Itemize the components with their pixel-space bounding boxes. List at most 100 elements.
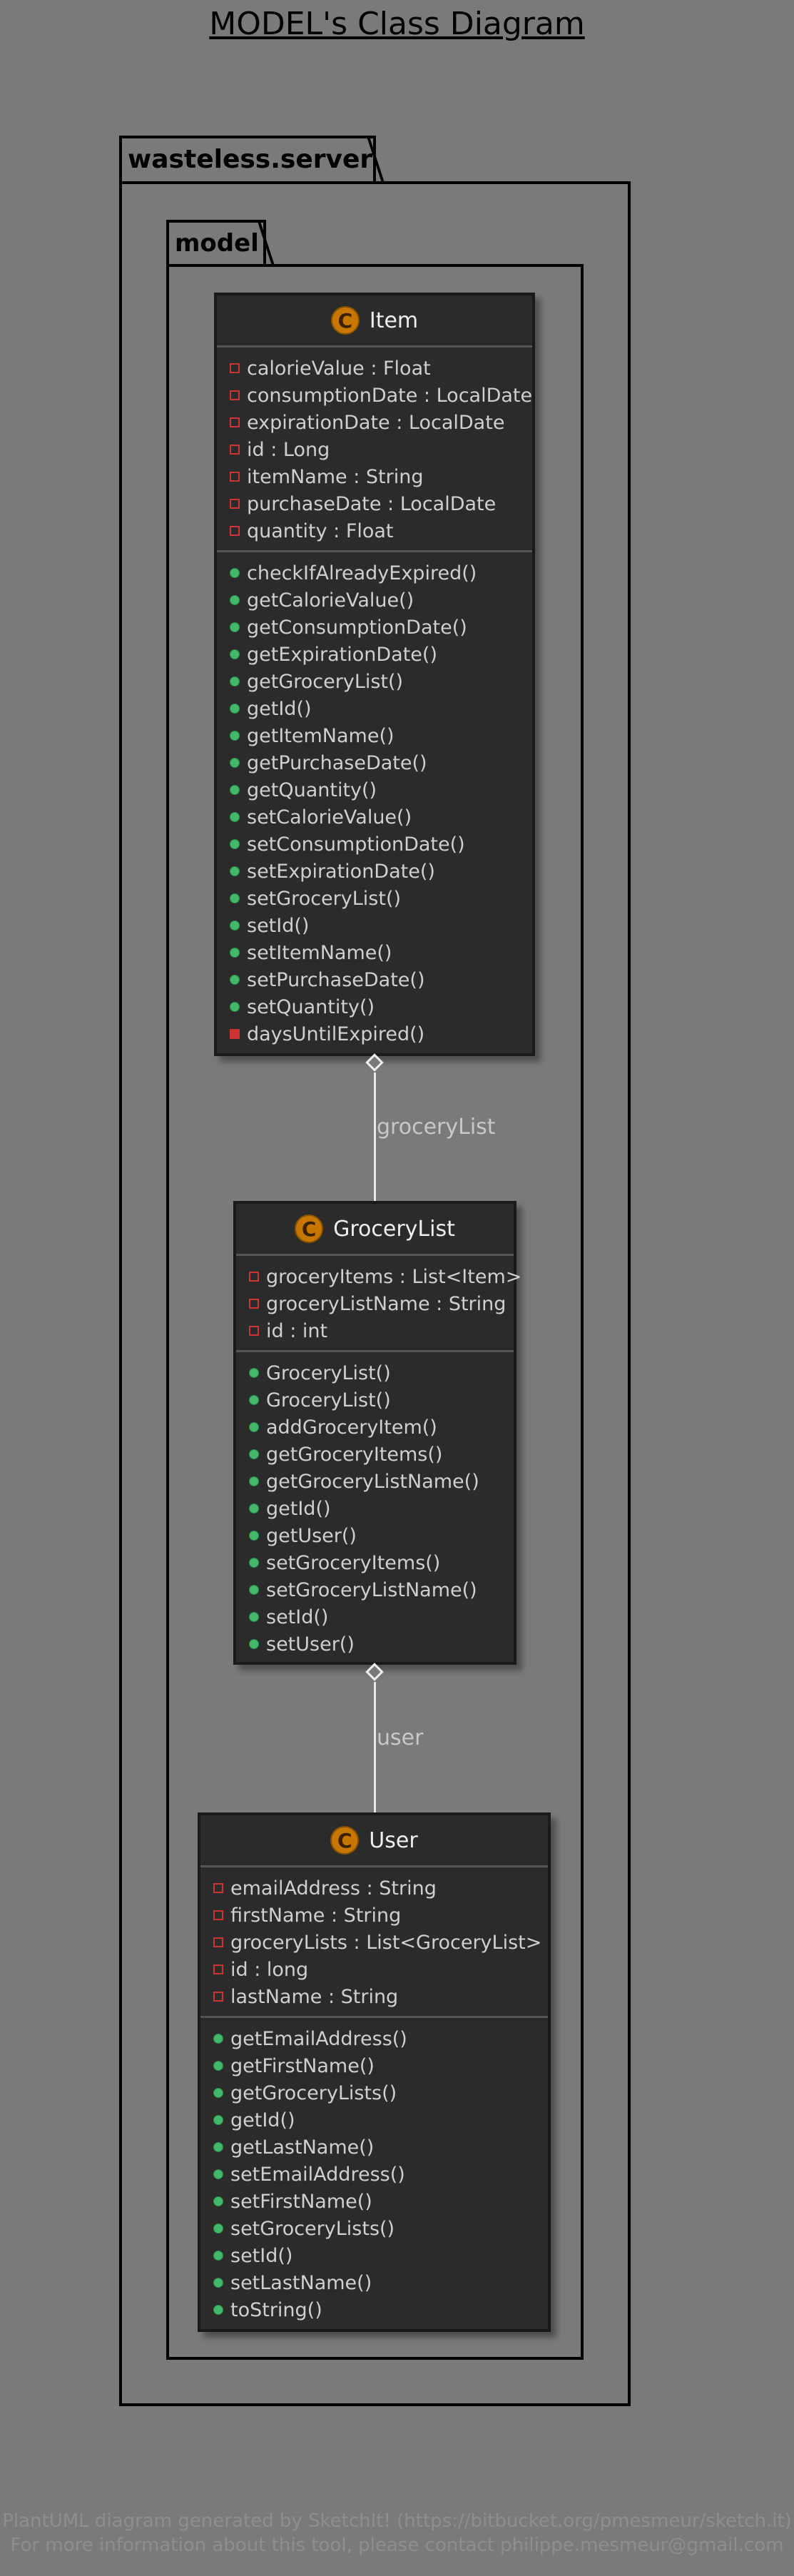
field-signature: itemName : String (247, 465, 424, 488)
class-method: setGroceryItems() (236, 1549, 514, 1576)
class-field: groceryListName : String (236, 1290, 514, 1317)
class-header: C Item (217, 295, 532, 348)
public-visibility-icon (230, 595, 240, 605)
class-grocerylist[interactable]: C GroceryList groceryItems : List<Item>g… (233, 1201, 521, 1665)
field-signature: groceryItems : List<Item> (266, 1265, 522, 1288)
method-signature: setGroceryListName() (266, 1578, 477, 1601)
public-visibility-icon (213, 2169, 223, 2179)
class-method: setGroceryLists() (200, 2215, 548, 2242)
method-signature: GroceryList() (266, 1389, 391, 1411)
method-signature: setPurchaseDate() (247, 968, 425, 991)
class-method: setEmailAddress() (200, 2161, 548, 2188)
public-visibility-icon (249, 1585, 259, 1595)
private-method-icon (230, 1029, 240, 1039)
public-visibility-icon (213, 2196, 223, 2206)
method-signature: getQuantity() (247, 779, 377, 801)
class-method: setExpirationDate() (217, 858, 532, 885)
method-signature: addGroceryItem() (266, 1416, 437, 1439)
method-signature: getGroceryLists() (230, 2081, 397, 2104)
private-visibility-icon (213, 1910, 223, 1920)
public-visibility-icon (230, 839, 240, 849)
footer-line-2: For more information about this tool, pl… (10, 2535, 784, 2556)
class-icon: C (295, 1215, 324, 1243)
public-visibility-icon (249, 1395, 259, 1405)
class-method: getItemName() (217, 722, 532, 749)
class-method: setGroceryListName() (236, 1576, 514, 1603)
class-method: setLastName() (200, 2269, 548, 2296)
method-signature: getId() (230, 2109, 295, 2131)
class-icon: C (330, 1826, 360, 1855)
method-signature: setGroceryList() (247, 887, 402, 910)
method-list: getEmailAddress()getFirstName()getGrocer… (200, 2018, 548, 2329)
class-method: setFirstName() (200, 2188, 548, 2215)
method-signature: getItemName() (247, 724, 395, 747)
method-signature: getId() (247, 697, 312, 720)
public-visibility-icon (230, 731, 240, 741)
class-method: getExpirationDate() (217, 641, 532, 668)
class-method: setCalorieValue() (217, 803, 532, 831)
public-visibility-icon (230, 1002, 240, 1012)
public-visibility-icon (213, 2142, 223, 2152)
method-signature: setUser() (266, 1633, 355, 1655)
field-signature: calorieValue : Float (247, 357, 431, 380)
class-icon: C (330, 306, 360, 335)
method-signature: daysUntilExpired() (247, 1023, 425, 1045)
public-visibility-icon (230, 785, 240, 795)
public-visibility-icon (230, 975, 240, 985)
field-signature: lastName : String (230, 1985, 399, 2008)
method-signature: getGroceryList() (247, 670, 404, 693)
class-method: getId() (236, 1495, 514, 1522)
public-visibility-icon (249, 1422, 259, 1432)
class-method: setGroceryList() (217, 885, 532, 912)
class-method: getGroceryList() (217, 668, 532, 695)
field-signature: id : Long (247, 438, 330, 461)
class-method: getUser() (236, 1522, 514, 1549)
method-signature: GroceryList() (266, 1361, 391, 1384)
package-wasteless-server (119, 181, 631, 2406)
public-visibility-icon (249, 1476, 259, 1486)
method-signature: setItemName() (247, 941, 392, 964)
class-field: expirationDate : LocalDate (217, 409, 532, 436)
public-visibility-icon (230, 921, 240, 930)
field-signature: groceryLists : List<GroceryList> (230, 1931, 542, 1954)
class-field: firstName : String (200, 1902, 548, 1929)
private-visibility-icon (213, 1992, 223, 2002)
method-signature: getEmailAddress() (230, 2027, 407, 2050)
private-visibility-icon (230, 390, 240, 400)
private-visibility-icon (230, 445, 240, 455)
class-method: getEmailAddress() (200, 2025, 548, 2052)
field-signature: quantity : Float (247, 519, 394, 542)
method-signature: setEmailAddress() (230, 2163, 405, 2186)
package-model (166, 264, 584, 2360)
public-visibility-icon (249, 1612, 259, 1622)
method-signature: setGroceryItems() (266, 1551, 441, 1574)
class-method: getGroceryLists() (200, 2079, 548, 2106)
association-label: user (377, 1725, 424, 1750)
public-visibility-icon (230, 704, 240, 714)
public-visibility-icon (213, 2034, 223, 2044)
private-visibility-icon (230, 526, 240, 536)
method-signature: setConsumptionDate() (247, 833, 465, 856)
public-visibility-icon (230, 893, 240, 903)
class-method: getPurchaseDate() (217, 749, 532, 776)
class-method: daysUntilExpired() (217, 1020, 532, 1048)
method-signature: setLastName() (230, 2271, 372, 2294)
public-visibility-icon (249, 1558, 259, 1568)
method-signature: setCalorieValue() (247, 806, 412, 828)
footer-line-1: PlantUML diagram generated by SketchIt! … (2, 2510, 792, 2532)
class-name: User (369, 1827, 418, 1853)
public-visibility-icon (213, 2088, 223, 2098)
method-signature: getExpirationDate() (247, 643, 437, 666)
public-visibility-icon (230, 866, 240, 876)
public-visibility-icon (249, 1531, 259, 1541)
class-field: groceryLists : List<GroceryList> (200, 1929, 548, 1956)
class-method: setUser() (236, 1631, 514, 1658)
public-visibility-icon (249, 1639, 259, 1649)
package-tab-model: model (166, 220, 266, 265)
class-field: lastName : String (200, 1983, 548, 2010)
method-signature: setId() (230, 2244, 293, 2267)
field-signature: id : long (230, 1958, 309, 1981)
class-method: getQuantity() (217, 776, 532, 803)
